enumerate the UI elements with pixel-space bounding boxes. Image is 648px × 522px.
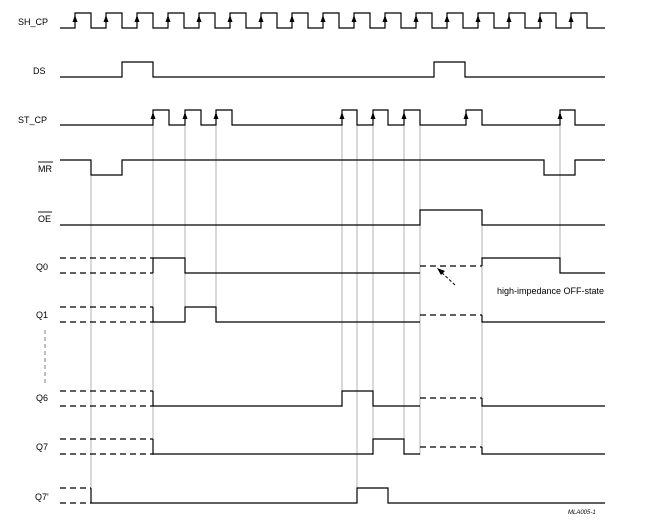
sh-cp-arrow-13 xyxy=(444,15,450,22)
st-cp-arrow-7 xyxy=(463,112,469,119)
high-impedance-annotation: high-impedance OFF-state xyxy=(437,268,604,296)
annotation-arrow-icon xyxy=(437,268,445,275)
st-cp-arrow-3 xyxy=(213,112,219,119)
waveform-q1-after xyxy=(481,315,605,323)
waveform-st-cp xyxy=(60,109,605,126)
sh-cp-arrow-6 xyxy=(227,15,233,22)
sh-cp-arrow-5 xyxy=(196,15,202,22)
sh-cp-arrow-16 xyxy=(537,15,543,22)
waveform-sh-cp xyxy=(60,12,605,29)
sh-cp-arrow-7 xyxy=(258,15,264,22)
label-q1: Q1 xyxy=(36,310,48,320)
st-cp-arrow-6 xyxy=(401,112,407,119)
figure-id: MLA005-1 xyxy=(568,510,596,516)
waveform-q6-after xyxy=(481,398,605,407)
label-sh-cp: SH_CP xyxy=(18,17,48,27)
sh-cp-arrow-1 xyxy=(72,15,78,22)
sh-cp-arrow-3 xyxy=(134,15,140,22)
sh-cp-arrow-9 xyxy=(320,15,326,22)
waveform-q1 xyxy=(152,306,420,323)
timing-reference-lines xyxy=(90,122,561,502)
waveform-q7-after xyxy=(481,447,605,455)
st-cp-rising-edge-arrows xyxy=(150,112,563,119)
label-oe: OE xyxy=(38,214,51,224)
label-q7: Q7 xyxy=(36,442,48,452)
annotation-text: high-impedance OFF-state xyxy=(497,286,604,296)
label-q7-serial: Q7' xyxy=(35,492,49,502)
waveform-q7-serial xyxy=(90,487,605,504)
label-st-cp: ST_CP xyxy=(18,115,47,125)
waveform-q7-serial-group xyxy=(60,487,605,504)
label-q0: Q0 xyxy=(36,262,48,272)
st-cp-arrow-2 xyxy=(182,112,188,119)
sh-cp-arrow-8 xyxy=(289,15,295,22)
waveform-q0-after xyxy=(481,257,605,274)
label-mr: MR xyxy=(38,164,52,174)
signal-labels: SH_CP DS ST_CP MR OE Q0 Q1 Q6 Q7 Q7' xyxy=(18,17,53,502)
waveform-q0 xyxy=(152,257,420,274)
waveform-q7 xyxy=(152,438,420,455)
sh-cp-arrow-4 xyxy=(165,15,171,22)
waveform-ds xyxy=(60,61,605,78)
sh-cp-arrow-10 xyxy=(351,15,357,22)
waveform-mr xyxy=(60,159,605,176)
sh-cp-arrow-17 xyxy=(568,15,574,22)
sh-cp-arrow-11 xyxy=(382,15,388,22)
waveform-q1-group xyxy=(60,306,605,323)
waveform-q6-group xyxy=(60,390,605,407)
sh-cp-arrow-2 xyxy=(103,15,109,22)
waveform-q6 xyxy=(152,390,420,407)
label-ds: DS xyxy=(33,66,46,76)
sh-cp-rising-edge-arrows xyxy=(72,15,574,22)
label-q6: Q6 xyxy=(36,393,48,403)
waveform-oe xyxy=(60,209,605,226)
sh-cp-arrow-15 xyxy=(506,15,512,22)
st-cp-arrow-8 xyxy=(557,112,563,119)
waveform-q0-group xyxy=(60,257,605,274)
sh-cp-arrow-12 xyxy=(413,15,419,22)
st-cp-arrow-4 xyxy=(339,112,345,119)
sh-cp-arrow-14 xyxy=(475,15,481,22)
waveform-q7-group xyxy=(60,438,605,455)
st-cp-arrow-1 xyxy=(150,112,156,119)
st-cp-arrow-5 xyxy=(370,112,376,119)
